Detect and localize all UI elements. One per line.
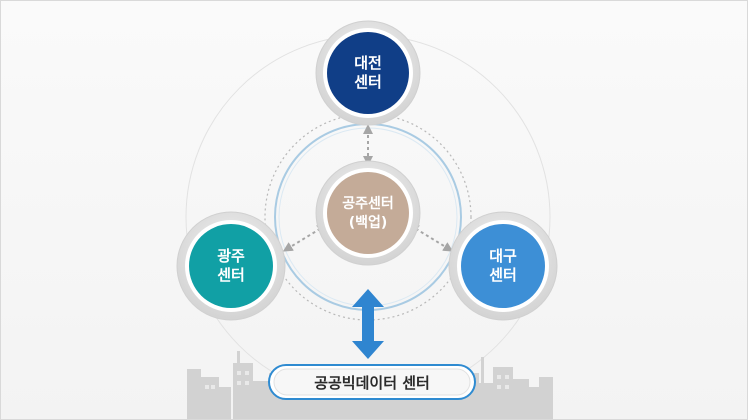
node-daejeon-line1: 대전 bbox=[354, 54, 382, 72]
node-daegu-line2: 센터 bbox=[489, 266, 517, 284]
bigdata-link-arrow bbox=[352, 289, 384, 359]
node-daegu-line1: 대구 bbox=[489, 247, 517, 265]
node-daejeon-line2: 센터 bbox=[354, 73, 382, 91]
node-daegu-circle bbox=[461, 224, 545, 308]
node-daegu: 대구 센터 bbox=[448, 211, 558, 321]
bigdata-center: 공공빅데이터 센터 bbox=[268, 364, 476, 400]
node-gongju-line1: 공주센터 bbox=[342, 196, 394, 212]
link-daegu-gongju bbox=[408, 224, 454, 252]
node-gwangju: 광주 센터 bbox=[176, 211, 286, 321]
node-gongju-circle bbox=[327, 172, 409, 254]
link-gwangju-gongju bbox=[282, 224, 328, 252]
node-gwangju-line2: 센터 bbox=[217, 266, 245, 284]
node-gongju: 공주센터 (백업) bbox=[315, 160, 421, 266]
node-daejeon-circle bbox=[327, 32, 409, 114]
node-gongju-line2: (백업) bbox=[349, 215, 388, 231]
node-daejeon: 대전 센터 bbox=[315, 20, 421, 126]
node-gwangju-line1: 광주 bbox=[217, 247, 245, 265]
node-gwangju-circle bbox=[189, 224, 273, 308]
skyline-windows bbox=[205, 371, 509, 389]
bigdata-label: 공공빅데이터 센터 bbox=[314, 374, 430, 392]
